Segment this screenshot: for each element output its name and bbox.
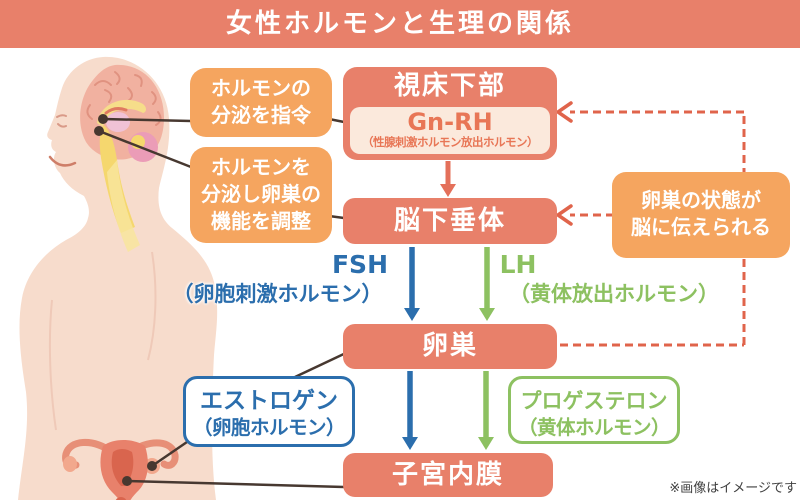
progesterone-box: プロゲステロン （黄体ホルモン） [508, 376, 680, 444]
lh-abbr-label: LH [499, 250, 537, 279]
woman-illustration [18, 56, 218, 500]
feedback-box: 卵巣の状態が 脳に伝えられる [612, 172, 790, 258]
annotation-connectors [98, 117, 349, 489]
arm-crease [48, 299, 57, 431]
callout-line: 分泌し卵巣の [201, 182, 321, 206]
progesterone-name-label: プロゲステロン [520, 389, 668, 413]
fallopian-tube-right [126, 439, 179, 469]
fsh-abbr-label: FSH [331, 250, 388, 279]
corpus-callosum [97, 99, 146, 127]
feedback-arrowhead-pituitary [556, 204, 573, 226]
connector-hypothalamus-callout [102, 117, 192, 123]
gnrh-full-label: （性腺刺激ホルモン放出ホルモン） [362, 135, 539, 149]
endometrium-box: 子宮内膜 [343, 453, 553, 497]
gnrh-arrow [440, 161, 456, 197]
estrogen-name-label: エストロゲン [200, 388, 338, 414]
callout-line: 分泌を指令 [211, 103, 311, 127]
gnrh-abbr-label: Gn-RH [407, 108, 493, 136]
mouth-smile [48, 155, 77, 167]
ovary-left-illustration [63, 456, 77, 472]
feedback-arrowhead-hypothalamus [556, 101, 573, 123]
page-title: 女性ホルモンと生理の関係 [0, 0, 800, 48]
callout-line: 機能を調整 [211, 209, 311, 233]
estrogen-full-label: （卵胞ホルモン） [192, 416, 346, 439]
hypothalamus-label: 視床下部 [393, 71, 506, 101]
connector-ovarybox-estrogen [294, 350, 349, 379]
eyebrow-mark [56, 114, 67, 118]
estrogen-box: エストロゲン （卵胞ホルモン） [183, 376, 355, 447]
marker-dot-ovary [147, 461, 157, 471]
ovary-box: 卵巣 [343, 324, 557, 369]
arm-crease [147, 251, 157, 361]
pituitary-box: 脳下垂体 [343, 198, 557, 244]
hypothalamus-box: 視床下部 Gn-RH （性腺刺激ホルモン放出ホルモン） [343, 67, 557, 160]
fsh-full-label: （卵胞刺激ホルモン） [172, 282, 383, 306]
connector-ovary-estrogen [151, 440, 188, 468]
marker-dot-pituitary [94, 126, 104, 136]
cervix [115, 497, 127, 500]
progesterone-arrow [478, 371, 494, 450]
inner-brain-curl [104, 107, 128, 115]
eye-mark [57, 123, 67, 128]
feedback-line: 卵巣の状態が [641, 188, 761, 212]
marker-dot-hypothalamus [98, 114, 108, 124]
connector-uterus-endometrium [126, 479, 345, 489]
callout-line: ホルモンを [211, 155, 311, 179]
body-silhouette [18, 56, 218, 500]
thalamus [106, 112, 130, 132]
gnrh-panel: Gn-RH （性腺刺激ホルモン放出ホルモン） [350, 107, 550, 154]
spinal-trail [107, 160, 140, 252]
image-disclaimer-note: ※画像はイメージです [669, 481, 797, 496]
connector-pituitary-callout [98, 129, 192, 169]
fsh-arrow [404, 247, 420, 321]
callout-line: ホルモンの [211, 76, 311, 100]
progesterone-full-label: （黄体ホルモン） [517, 416, 671, 439]
feedback-line: 脳に伝えられる [631, 215, 771, 239]
callout-secretion-command: ホルモンの 分泌を指令 [190, 68, 332, 137]
callout-regulate-ovary: ホルモンを 分泌し卵巣の 機能を調整 [190, 147, 332, 243]
lh-full-label: （黄体放出ホルモン） [509, 282, 719, 306]
marker-dot-uterus [122, 476, 132, 486]
estrogen-arrow [402, 371, 418, 450]
lh-arrow [479, 247, 495, 321]
